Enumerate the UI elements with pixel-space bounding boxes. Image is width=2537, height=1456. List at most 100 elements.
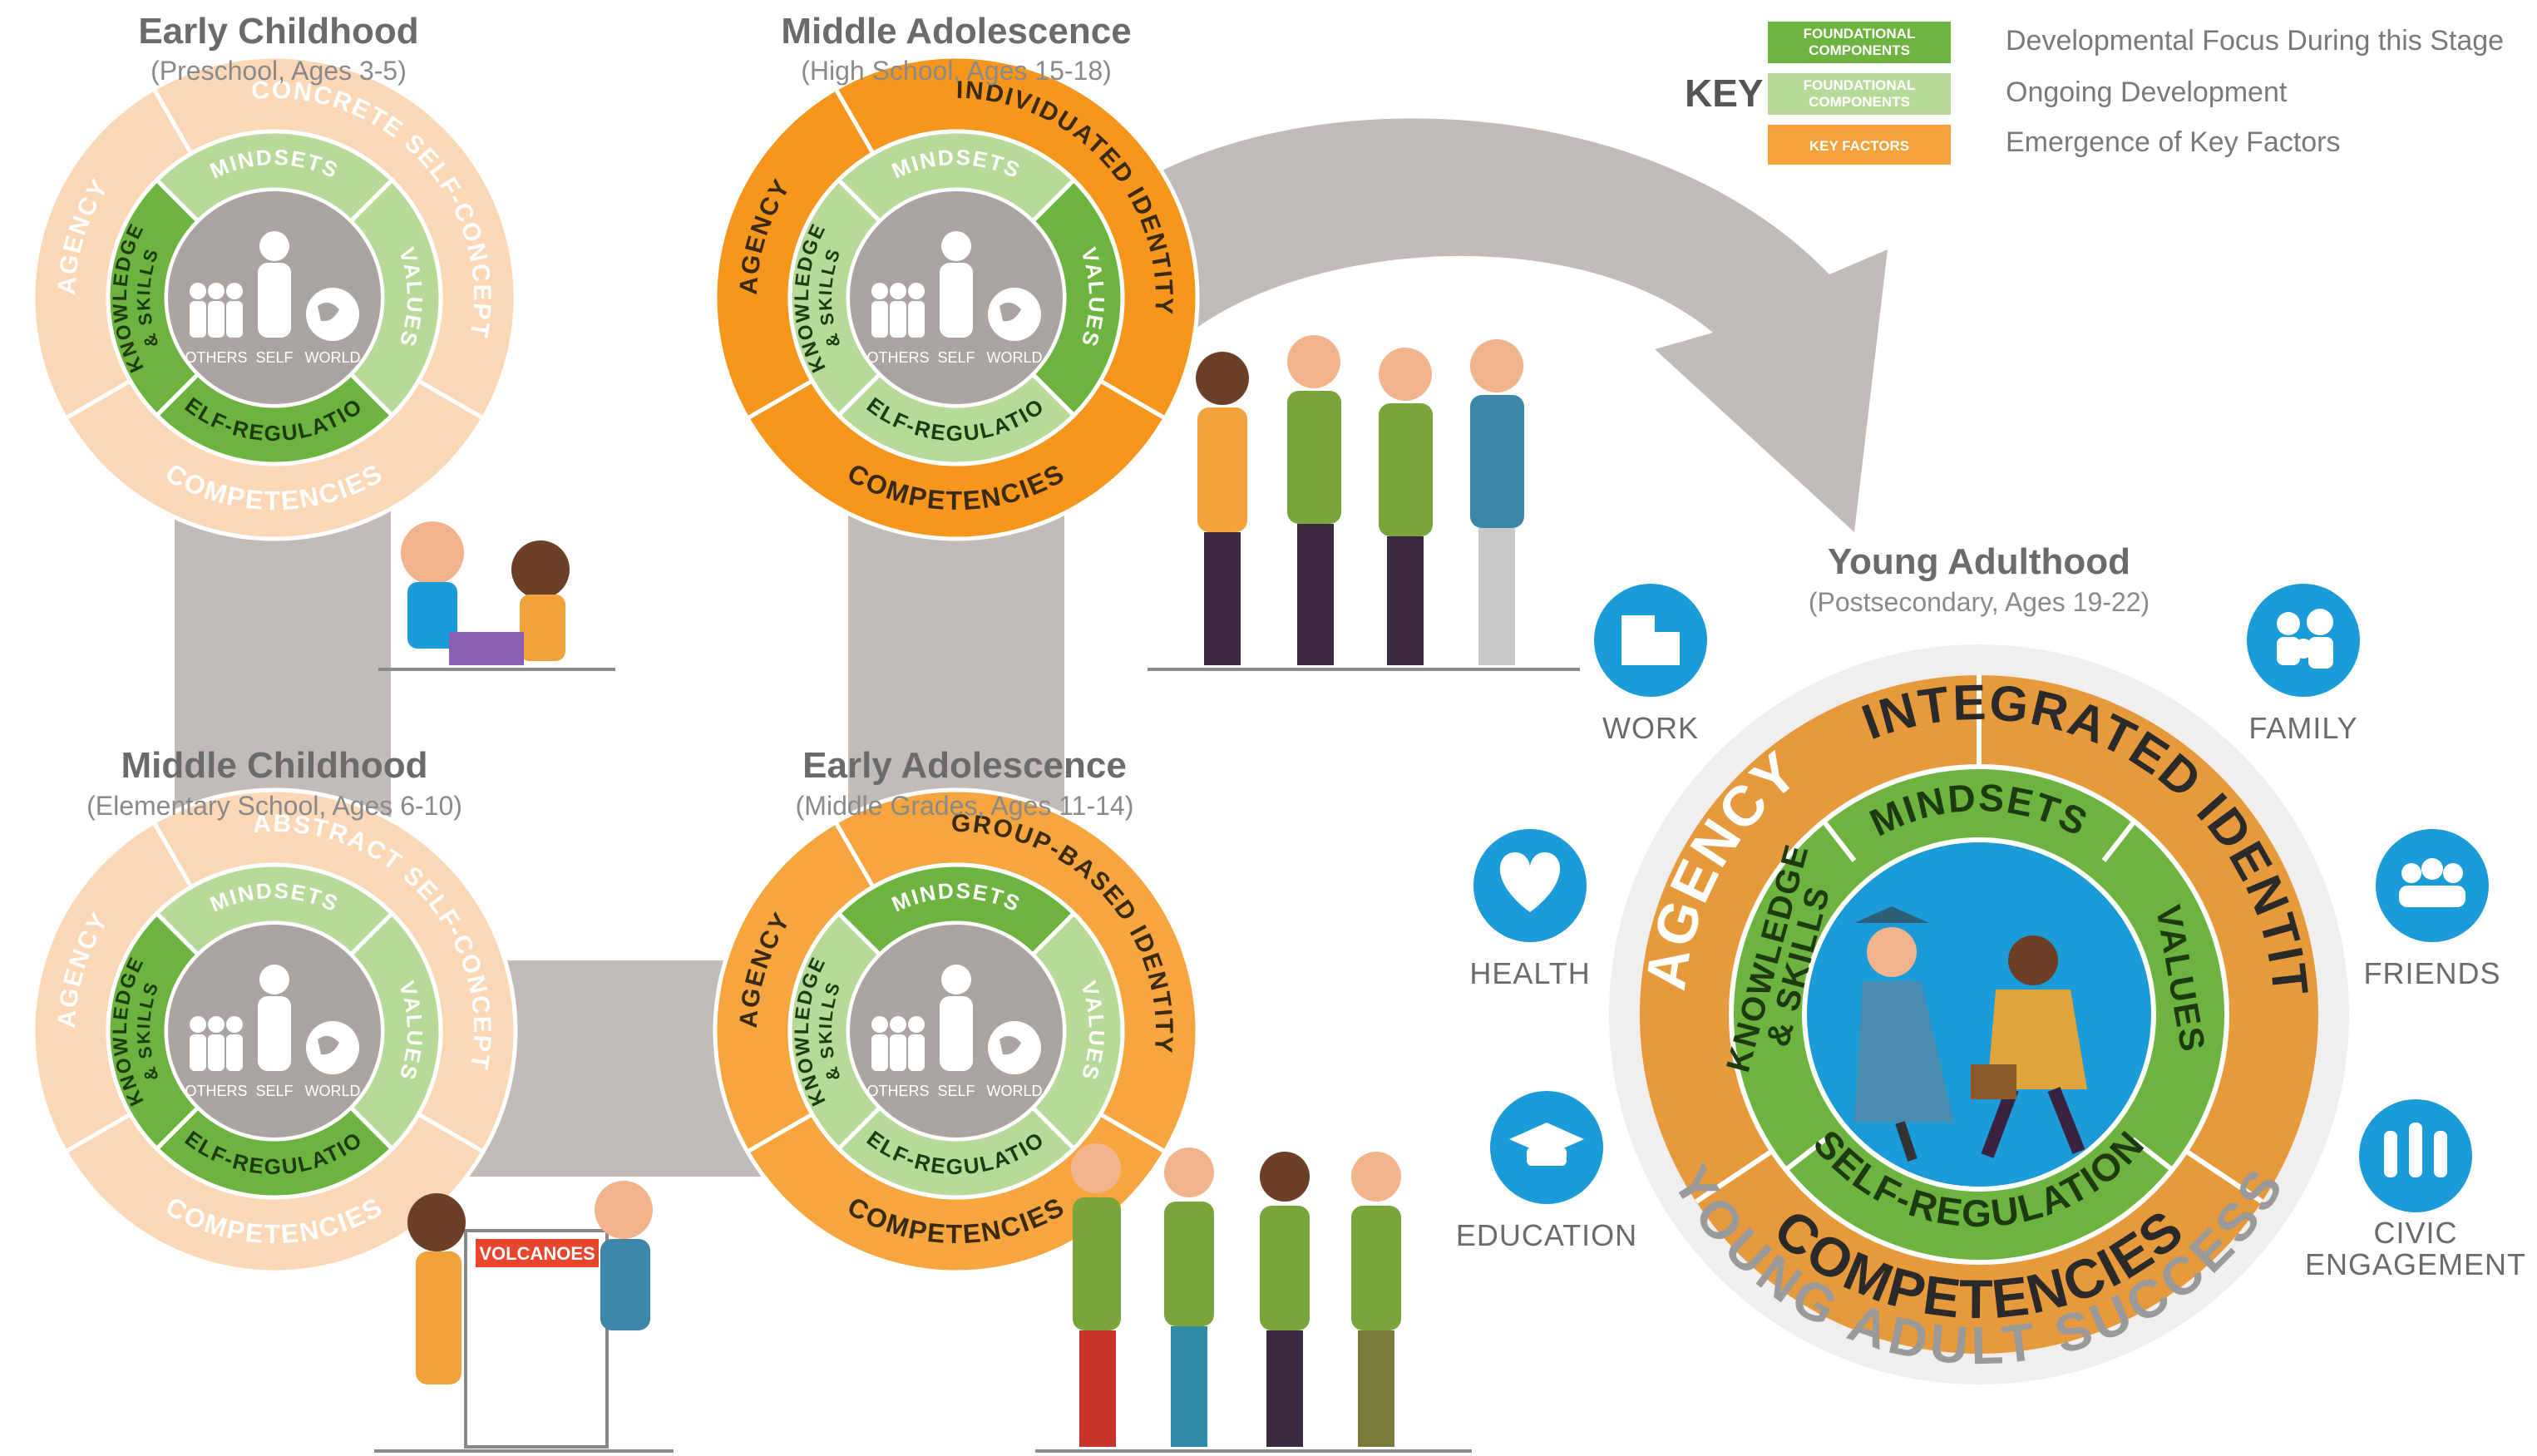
legend-swatch-key-factors xyxy=(1768,125,1951,165)
self-label: SELF xyxy=(937,349,975,366)
poster-title: VOLCANOES xyxy=(479,1243,595,1264)
legend-text-focus: Developmental Focus During this Stage xyxy=(2006,25,2504,57)
context-icons: WORK FAMILY HEALTH FRIENDS xyxy=(1456,584,2526,1281)
building-icon xyxy=(1621,615,1680,665)
stage-early-adolescence: OTHERSSELFWORLDMINDSETSSELF-REGULATIONVA… xyxy=(713,787,1200,1275)
legend-swatch-ongoing xyxy=(1768,73,1951,115)
self-regulation-segment xyxy=(154,1104,395,1200)
legend-item-ongoing: FOUNDATIONAL COMPONENTS Ongoing Developm… xyxy=(1768,73,2288,115)
graduate-figure xyxy=(1854,906,1954,1162)
self-regulation-segment xyxy=(154,371,395,466)
globe-icon xyxy=(988,1021,1041,1074)
early-childhood-subtitle: (Preschool, Ages 3-5) xyxy=(151,56,407,86)
work-label: WORK xyxy=(1602,711,1699,745)
friends-context: FRIENDS xyxy=(2363,829,2500,990)
stage-young-adulthood: AGENCY INTEGRATED IDENTITY COMPETENCIES … xyxy=(1609,644,2349,1384)
education-context: EDUCATION xyxy=(1456,1091,1637,1252)
svg-text:KEY FACTORS: KEY FACTORS xyxy=(1809,138,1909,154)
knowledge-skills-segment xyxy=(787,911,883,1152)
high-school-illustration xyxy=(1148,335,1580,671)
mindsets-segment xyxy=(154,862,395,958)
family-label: FAMILY xyxy=(2248,711,2357,745)
person-icon xyxy=(871,231,973,338)
legend-item-key-factors: KEY FACTORS Emergence of Key Factors xyxy=(1768,125,2341,165)
young-adulthood-subtitle: (Postsecondary, Ages 19-22) xyxy=(1809,587,2150,617)
young-adulthood-outer-dividers xyxy=(1695,675,2263,1204)
raised-hands-icon xyxy=(2384,1123,2447,1177)
middle-adolescence-subtitle: (High School, Ages 15-18) xyxy=(801,56,1112,86)
world-label: WORLD xyxy=(305,1083,361,1099)
person-icon xyxy=(190,231,291,338)
middle-childhood-title: Middle Childhood xyxy=(121,745,427,786)
svg-text:COMPONENTS: COMPONENTS xyxy=(1809,94,1910,110)
svg-text:COMPONENTS: COMPONENTS xyxy=(1809,42,1910,58)
briefcase-icon xyxy=(1971,1064,2016,1099)
civic-label-line2: ENGAGEMENT xyxy=(2305,1247,2526,1281)
others-label: OTHERS xyxy=(185,1083,247,1099)
values-segment xyxy=(348,911,443,1152)
civic-label-line1: CIVIC xyxy=(2373,1216,2457,1250)
self-regulation-segment xyxy=(836,371,1077,466)
self-label: SELF xyxy=(255,1083,293,1099)
legend-title: KEY xyxy=(1685,72,1764,115)
svg-text:FOUNDATIONAL: FOUNDATIONAL xyxy=(1804,77,1916,93)
elementary-illustration: VOLCANOES xyxy=(374,1181,674,1453)
globe-icon xyxy=(306,1021,359,1074)
values-segment xyxy=(1029,911,1125,1152)
values-segment xyxy=(1029,177,1125,418)
family-context: FAMILY xyxy=(2247,584,2360,745)
early-adolescence-title: Early Adolescence xyxy=(802,745,1127,786)
world-label: WORLD xyxy=(987,1083,1043,1099)
family-icon xyxy=(2277,609,2333,669)
preschool-illustration xyxy=(378,521,615,671)
legend: KEY FOUNDATIONAL COMPONENTS Developmenta… xyxy=(1685,22,2504,165)
young-adulthood-title: Young Adulthood xyxy=(1828,541,2130,582)
middle-adolescence-title: Middle Adolescence xyxy=(781,11,1131,52)
others-label: OTHERS xyxy=(185,349,247,366)
civic-engagement-context: CIVIC ENGAGEMENT xyxy=(2305,1099,2526,1281)
others-label: OTHERS xyxy=(866,1083,929,1099)
person-icon xyxy=(190,965,291,1071)
heart-icon xyxy=(1499,852,1561,912)
knowledge-skills-segment xyxy=(787,177,883,418)
graduation-cap-icon xyxy=(1509,1123,1584,1166)
stage-middle-childhood: OTHERSSELFWORLDMINDSETSSELF-REGULATIONVA… xyxy=(31,787,518,1275)
world-label: WORLD xyxy=(305,349,361,366)
early-adolescence-subtitle: (Middle Grades, Ages 11-14) xyxy=(796,791,1134,821)
toy-blocks xyxy=(449,632,524,665)
values-segment xyxy=(348,177,443,418)
svg-text:FOUNDATIONAL: FOUNDATIONAL xyxy=(1804,26,1916,42)
mindsets-segment xyxy=(836,129,1077,225)
person-icon xyxy=(871,965,973,1071)
stage-middle-adolescence: OTHERSSELFWORLDMINDSETSSELF-REGULATIONVA… xyxy=(713,54,1200,541)
young-adulthood-inner-dividers xyxy=(1786,822,2172,1171)
legend-text-key-factors: Emergence of Key Factors xyxy=(2006,126,2341,158)
globe-icon xyxy=(306,288,359,341)
early-childhood-title: Early Childhood xyxy=(138,11,418,52)
middle-childhood-subtitle: (Elementary School, Ages 6-10) xyxy=(86,791,462,821)
stage-titles: Early Childhood (Preschool, Ages 3-5) Mi… xyxy=(86,11,2150,821)
middle-grades-illustration xyxy=(1035,1143,1472,1453)
self-label: SELF xyxy=(255,349,293,366)
self-regulation-segment xyxy=(836,1104,1077,1200)
world-label: WORLD xyxy=(987,349,1043,366)
knowledge-skills-segment xyxy=(106,177,201,418)
self-label: SELF xyxy=(937,1083,975,1099)
legend-text-ongoing: Ongoing Development xyxy=(2006,77,2288,108)
health-label: HEALTH xyxy=(1469,956,1590,990)
work-context: WORK xyxy=(1594,584,1707,745)
stage-early-childhood: OTHERSSELFWORLDMINDSETSSELF-REGULATIONVA… xyxy=(31,54,518,541)
legend-item-focus: FOUNDATIONAL COMPONENTS Developmental Fo… xyxy=(1768,22,2504,63)
education-label: EDUCATION xyxy=(1456,1218,1637,1252)
friends-icon xyxy=(2399,858,2465,907)
health-context: HEALTH xyxy=(1469,829,1590,990)
mindsets-segment xyxy=(154,129,395,225)
young-adulthood-core xyxy=(1802,837,2156,1192)
friends-label: FRIENDS xyxy=(2363,956,2500,990)
legend-swatch-focus xyxy=(1768,22,1951,63)
path-arrow-to-young-adulthood xyxy=(1039,118,1888,533)
professional-figure xyxy=(1971,935,2087,1158)
globe-icon xyxy=(988,288,1041,341)
mindsets-segment xyxy=(836,862,1077,958)
